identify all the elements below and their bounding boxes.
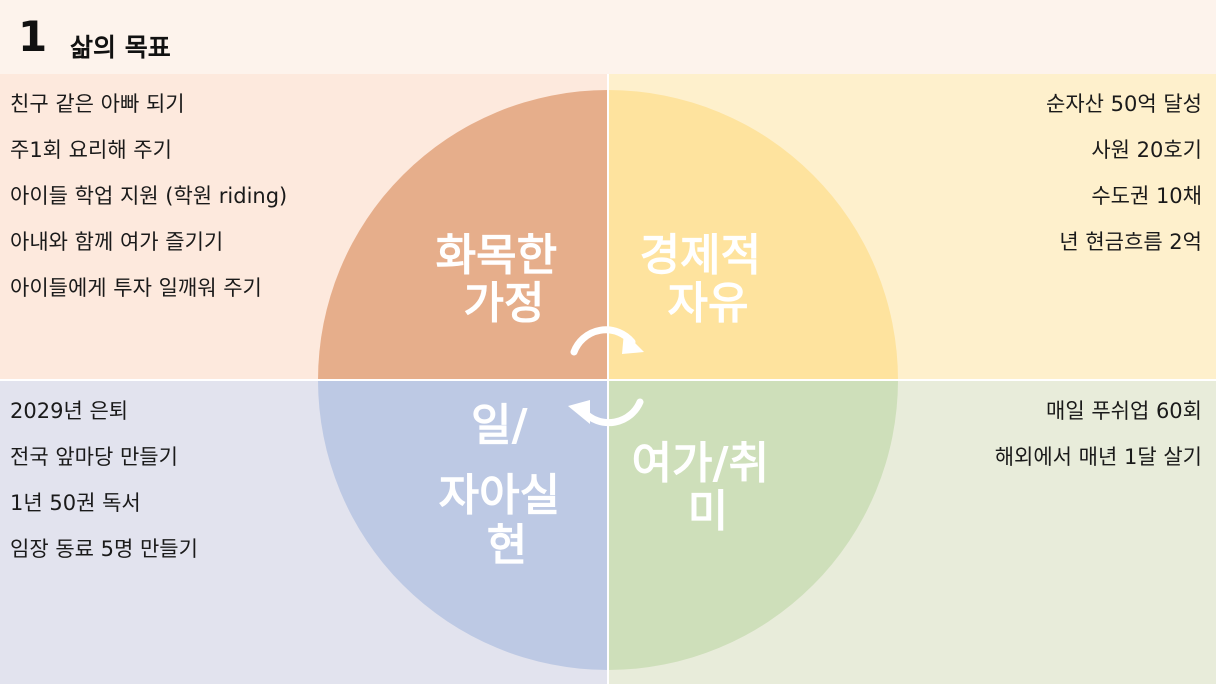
economic-label-line: 경제적 [640,230,761,281]
hobby-label-line: 미 [688,486,728,537]
goal-item: 사원 20호기 [1091,138,1202,162]
goal-item: 전국 앞마당 만들기 [10,445,178,469]
family-label: 화목한 가정 [436,230,573,329]
work-label: 일/ 자아실 현 [439,400,576,571]
goal-item: 수도권 10채 [1091,184,1202,208]
economic-segment [608,90,898,380]
economic-goal-list: 순자산 50억 달성 사원 20호기 수도권 10채 년 현금흐름 2억 [1046,90,1202,274]
work-goal-list: 2029년 은퇴 전국 앞마당 만들기 1년 50권 독서 임장 동료 5명 만… [10,397,198,581]
goal-item: 주1회 요리해 주기 [10,138,172,162]
goal-item: 아이들에게 투자 일깨워 주기 [10,276,262,300]
family-segment [318,90,608,380]
goal-item: 1년 50권 독서 [10,491,141,515]
goal-item: 친구 같은 아빠 되기 [10,92,185,116]
goal-item: 매일 푸쉬업 60회 [1046,399,1202,423]
family-goal-list: 친구 같은 아빠 되기 주1회 요리해 주기 아이들 학업 지원 (학원 rid… [10,90,287,320]
goal-item: 아이들 학업 지원 (학원 riding) [10,184,288,208]
family-label-line: 화목한 [436,230,557,281]
goal-item: 임장 동료 5명 만들기 [10,537,198,561]
cycle-arrows-icon [568,326,644,427]
goal-item: 해외에서 매년 1달 살기 [994,445,1202,469]
economic-label: 경제적 자유 [640,230,777,329]
hobby-label: 여가/취 미 [632,438,785,537]
work-label-line: 일/ [471,400,528,451]
slide-number: 1 [18,12,48,61]
header: 1 삶의 목표 [0,0,1216,74]
hobby-label-line: 여가/취 [632,438,770,489]
family-label-line: 가정 [464,278,545,329]
economic-label-line: 자유 [668,278,749,329]
goal-item: 순자산 50억 달성 [1046,92,1202,116]
work-label-line: 현 [487,520,527,571]
slide-title: 삶의 목표 [70,33,171,62]
work-segment [318,380,608,670]
goal-item: 년 현금흐름 2억 [1059,230,1202,254]
goal-item: 아내와 함께 여가 즐기기 [10,230,224,254]
hobby-segment [608,380,898,670]
goal-item: 2029년 은퇴 [10,399,129,423]
hobby-goal-list: 매일 푸쉬업 60회 해외에서 매년 1달 살기 [995,397,1202,489]
work-label-line: 자아실 [439,470,560,521]
